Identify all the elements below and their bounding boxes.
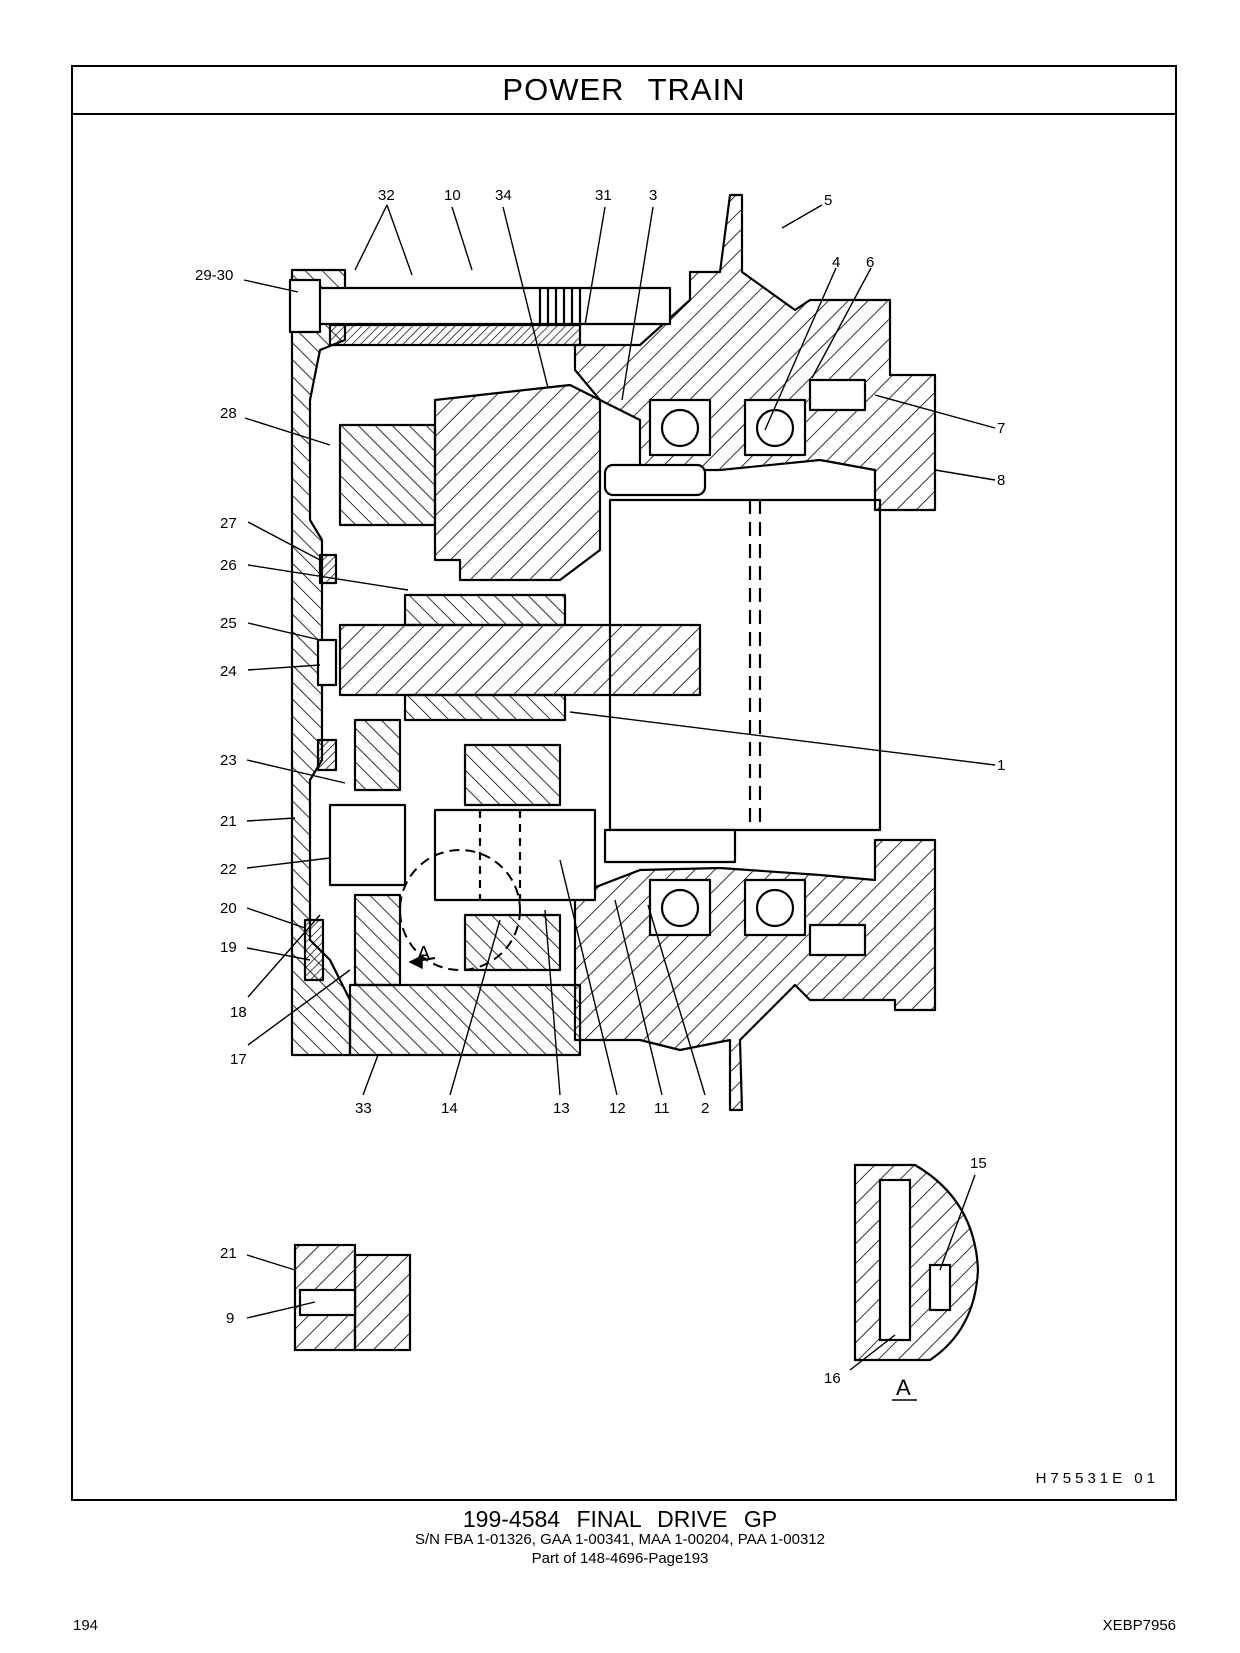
detail-a-inset (853, 1163, 980, 1362)
dowel-pin (603, 463, 707, 497)
callout-25: 25 (220, 615, 237, 632)
leader-lines (243, 204, 996, 1371)
callout-8: 8 (997, 472, 1005, 489)
callout-18: 18 (230, 1004, 247, 1021)
callout-14: 14 (441, 1100, 458, 1117)
spindle (608, 498, 882, 832)
callout-19: 19 (220, 939, 237, 956)
main-assembly (288, 193, 937, 1112)
document-code: XEBP7956 (1102, 1617, 1176, 1634)
callout-33: 33 (355, 1100, 372, 1117)
callout-labels: 32 10 34 31 3 5 4 6 29-30 7 8 28 27 26 2… (195, 187, 1005, 1387)
callout-6: 6 (866, 254, 874, 271)
callout-9: 9 (226, 1310, 234, 1327)
page-title: POWER TRAIN (73, 67, 1175, 115)
callout-3: 3 (649, 187, 657, 204)
callout-2: 2 (701, 1100, 709, 1117)
callout-7: 7 (997, 420, 1005, 437)
callout-34: 34 (495, 187, 512, 204)
callout-32: 32 (378, 187, 395, 204)
callout-15: 15 (970, 1155, 987, 1172)
planet-pin-left (328, 803, 407, 887)
callout-23: 23 (220, 752, 237, 769)
detail-marker-a: A (417, 943, 431, 965)
callout-21-inset: 21 (220, 1245, 237, 1262)
callout-26: 26 (220, 557, 237, 574)
callout-31: 31 (595, 187, 612, 204)
planet-gear-lower (353, 718, 402, 792)
callout-20: 20 (220, 900, 237, 917)
page-number: 194 (73, 1617, 99, 1634)
planet-carrier (433, 383, 602, 582)
assembly-title: 199-4584 FINAL DRIVE GP (462, 1506, 778, 1532)
callout-22: 22 (220, 861, 237, 878)
part-of-reference: Part of 148-4696-Page193 (531, 1550, 709, 1567)
figure-reference-code: H75531E 01 (1035, 1470, 1159, 1487)
callout-16: 16 (824, 1370, 841, 1387)
callout-29-30: 29-30 (195, 267, 233, 284)
detail-a-circle (399, 849, 521, 971)
lower-bolt (603, 828, 737, 864)
drawing-frame: POWER TRAIN H75531E 01 (71, 65, 1177, 1501)
serial-numbers: S/N FBA 1-01326, GAA 1-00341, MAA 1-0020… (415, 1531, 825, 1548)
bolt (298, 286, 672, 326)
sun-gear-shaft (338, 623, 702, 697)
callout-28: 28 (220, 405, 237, 422)
ring-gear-top (328, 323, 582, 347)
callout-11: 11 (654, 1100, 670, 1117)
planet-gear-top (338, 423, 437, 527)
detail-label-a: A (896, 1375, 911, 1400)
callout-13: 13 (553, 1100, 570, 1117)
callout-17: 17 (230, 1051, 247, 1068)
detail-plug-inset (293, 1243, 412, 1352)
callout-21: 21 (220, 813, 237, 830)
callout-1: 1 (997, 757, 1005, 774)
callout-24: 24 (220, 663, 237, 680)
callout-5: 5 (824, 192, 832, 209)
callout-12: 12 (609, 1100, 626, 1117)
callout-27: 27 (220, 515, 237, 532)
callout-10: 10 (444, 187, 461, 204)
callout-4: 4 (832, 254, 840, 271)
